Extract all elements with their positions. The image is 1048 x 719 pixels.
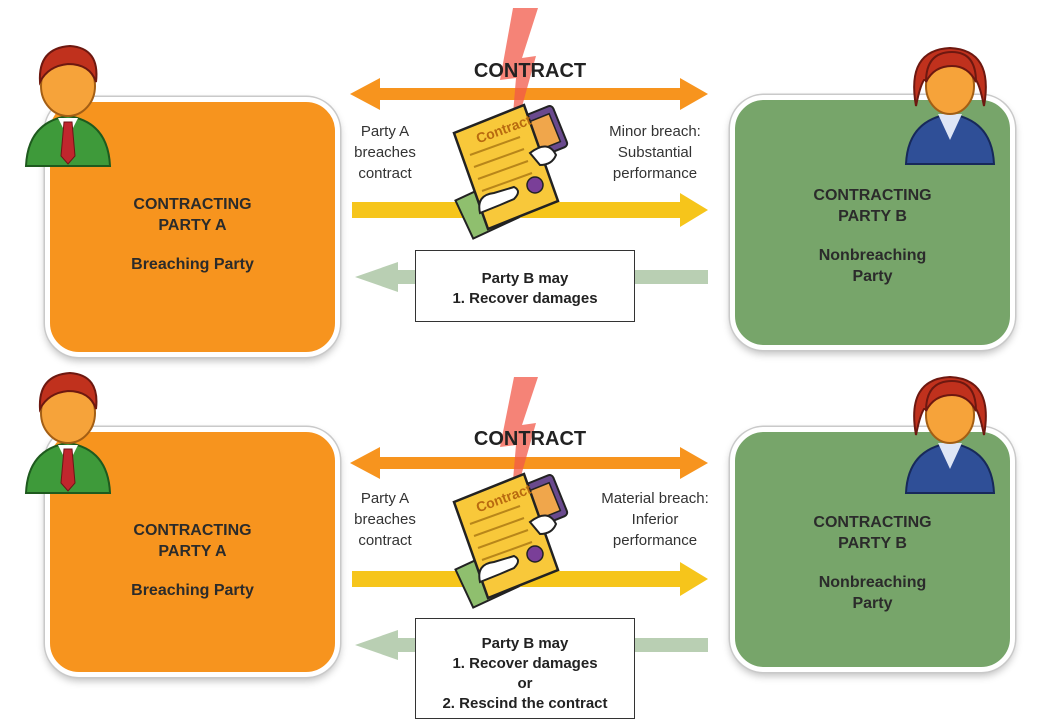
party-a-title: CONTRACTING PARTY A <box>50 194 335 236</box>
party-b-role-line: Party <box>852 595 893 612</box>
breach-type-line: performance <box>612 165 698 182</box>
breach-note-line: Party A <box>360 490 410 507</box>
remedy-line: Party B may <box>481 270 569 287</box>
remedy-box: Party B may 1. Recover damages <box>415 250 635 322</box>
breach-type-note: Material breach: Inferior performance <box>585 488 725 551</box>
party-a-title: CONTRACTING PARTY A <box>50 520 335 562</box>
party-a-title-line: PARTY A <box>158 543 227 560</box>
party-a-title-line: CONTRACTING <box>133 196 252 213</box>
woman-avatar-icon <box>904 46 996 165</box>
party-b-role: Nonbreaching Party <box>735 572 1010 614</box>
breach-note-line: contract <box>358 165 412 182</box>
remedy-line: 1. Recover damages <box>452 290 598 307</box>
woman-avatar-icon <box>904 375 996 494</box>
breach-note-line: contract <box>358 532 412 549</box>
remedy-line: or <box>517 675 533 692</box>
panel-minor-breach: CONTRACT Party A breaches contract Minor… <box>0 0 1048 357</box>
party-b-title: CONTRACTING PARTY B <box>735 185 1010 227</box>
party-b-box: CONTRACTING PARTY B Nonbreaching Party <box>730 95 1015 350</box>
contract-label: CONTRACT <box>473 428 587 450</box>
lightning-bolt-icon <box>500 8 538 150</box>
breach-note-line: breaches <box>354 511 416 528</box>
contract-double-arrow <box>350 78 708 110</box>
breach-note-line: Party A <box>360 123 410 140</box>
party-a-role: Breaching Party <box>131 256 254 273</box>
breach-type-note: Minor breach: Substantial performance <box>590 121 720 184</box>
party-b-role-line: Nonbreaching <box>818 574 927 591</box>
remedy-line: 1. Recover damages <box>452 655 598 672</box>
party-b-title-line: CONTRACTING <box>813 514 932 531</box>
man-avatar-icon <box>24 371 112 494</box>
breach-type-line: Minor breach: <box>609 123 701 140</box>
breach-note: Party A breaches contract <box>345 121 425 184</box>
party-b-title-line: PARTY B <box>838 535 907 552</box>
party-a-title-line: PARTY A <box>158 217 227 234</box>
breach-type-line: performance <box>612 532 698 549</box>
party-b-title-line: PARTY B <box>838 208 907 225</box>
breach-note-line: breaches <box>354 144 416 161</box>
contract-label: CONTRACT <box>473 60 587 82</box>
breach-type-line: Inferior <box>631 511 679 528</box>
party-a-title-line: CONTRACTING <box>133 522 252 539</box>
party-a-role: Breaching Party <box>131 582 254 599</box>
breach-type-line: Material breach: <box>601 490 709 507</box>
remedy-line: Party B may <box>481 635 569 652</box>
party-b-role: Nonbreaching Party <box>735 245 1010 287</box>
party-b-title-line: CONTRACTING <box>813 187 932 204</box>
remedy-box: Party B may 1. Recover damages or 2. Res… <box>415 618 635 719</box>
lightning-bolt-icon <box>500 377 538 515</box>
party-b-role-line: Nonbreaching <box>818 247 927 264</box>
party-b-role-line: Party <box>852 268 893 285</box>
panel-material-breach: CONTRACT Party A breaches contract Mater… <box>0 345 1048 719</box>
contract-double-arrow <box>350 447 708 479</box>
breach-note: Party A breaches contract <box>345 488 425 551</box>
remedy-line: 2. Rescind the contract <box>442 695 608 712</box>
man-avatar-icon <box>24 44 112 167</box>
contract-document-icon: Contract <box>452 472 569 609</box>
contract-document-icon: Contract <box>452 103 569 240</box>
breach-type-line: Substantial <box>617 144 693 161</box>
party-b-title: CONTRACTING PARTY B <box>735 512 1010 554</box>
